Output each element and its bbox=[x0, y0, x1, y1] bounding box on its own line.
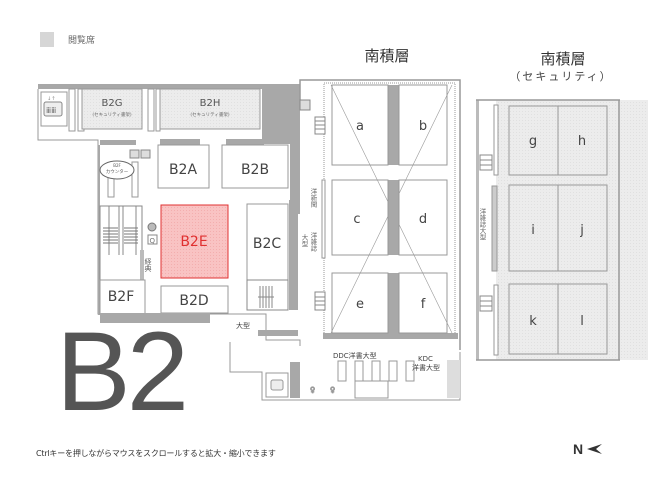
svg-text:d: d bbox=[419, 212, 427, 227]
svg-text:↓↑: ↓↑ bbox=[47, 96, 55, 102]
wall bbox=[160, 139, 200, 146]
wall bbox=[98, 145, 100, 315]
staircase-b2c bbox=[246, 279, 289, 311]
label-ogata-side: 大型 bbox=[300, 233, 308, 248]
counter-label-1: B2F bbox=[113, 163, 121, 168]
svg-text:g: g bbox=[529, 134, 537, 149]
stack-block-c[interactable]: c bbox=[331, 179, 389, 256]
south-stack-title: 南積層 bbox=[364, 47, 410, 65]
stack-block-a[interactable]: a bbox=[331, 84, 389, 166]
room-b2c-label: B2C bbox=[253, 236, 282, 252]
pillar bbox=[388, 273, 399, 335]
svg-text:b: b bbox=[419, 119, 427, 134]
south-stack: 洋新聞 洋雑誌 bbox=[299, 79, 461, 350]
accessibility-icon bbox=[299, 99, 311, 111]
staircase-left bbox=[99, 205, 144, 281]
label-kdc-2: 洋書大型 bbox=[412, 363, 440, 372]
south-stack-security-subtitle: （セキュリティ） bbox=[509, 70, 613, 83]
counter-area bbox=[107, 149, 151, 198]
room-b2g-note: (セキュリティ書架) bbox=[92, 111, 131, 118]
pillar bbox=[388, 180, 399, 255]
room-b2h[interactable]: B2H (セキュリティ書架) bbox=[159, 88, 261, 130]
stack-block-e[interactable]: e bbox=[331, 272, 389, 334]
wall bbox=[100, 140, 136, 145]
security-block-j[interactable]: j bbox=[557, 184, 608, 272]
security-block-l[interactable]: l bbox=[557, 283, 608, 355]
cd-icon bbox=[147, 222, 157, 232]
svg-text:♀: ♀ bbox=[330, 386, 335, 394]
svg-text:k: k bbox=[529, 314, 537, 329]
pillar bbox=[155, 88, 161, 132]
room-b2e-label: B2E bbox=[180, 234, 207, 250]
svg-text:ⅲⅲ: ⅲⅲ bbox=[46, 106, 56, 115]
svg-text:f: f bbox=[421, 297, 426, 312]
north-arrow-icon bbox=[587, 444, 603, 454]
security-stack: 洋雑誌大型 bbox=[476, 99, 648, 361]
label-yoshinbun: 洋新聞 bbox=[309, 187, 317, 209]
stack-block-b[interactable]: b bbox=[398, 84, 448, 166]
wall bbox=[226, 139, 264, 146]
wall bbox=[289, 200, 298, 310]
room-b2a[interactable]: B2A bbox=[157, 144, 210, 189]
label-keiten: 経典 bbox=[144, 257, 152, 273]
svg-text:l: l bbox=[580, 314, 584, 329]
room-b2h-note: (セキュリティ書架) bbox=[190, 111, 229, 118]
pillar bbox=[147, 88, 155, 132]
label-security-side: 洋雑誌大型 bbox=[478, 207, 486, 241]
stack-block-f[interactable]: f bbox=[398, 272, 448, 334]
pillar bbox=[68, 88, 76, 132]
pillar bbox=[388, 85, 399, 165]
room-b2f-label: B2F bbox=[108, 289, 135, 305]
room-b2g[interactable]: B2G (セキュリティ書架) bbox=[81, 88, 143, 130]
label-yozasshi: 洋雑誌 bbox=[309, 231, 317, 252]
room-b2g-label: B2G bbox=[102, 98, 123, 109]
legend-label: 閲覧席 bbox=[68, 36, 96, 46]
svg-text:e: e bbox=[356, 297, 364, 312]
security-block-h[interactable]: h bbox=[557, 105, 608, 176]
svg-text:a: a bbox=[356, 119, 364, 134]
zoom-hint: Ctrlキーを押しながらマウスをスクロールすると拡大・縮小できます bbox=[36, 449, 276, 458]
label-ddc: DDC洋書大型 bbox=[333, 351, 377, 360]
room-b2e[interactable]: B2E bbox=[160, 204, 229, 279]
search-icon bbox=[147, 234, 158, 245]
info-icons: Q bbox=[147, 222, 158, 245]
wall bbox=[258, 330, 298, 336]
south-stack-security-title: 南積層 bbox=[540, 50, 586, 68]
svg-text:h: h bbox=[578, 134, 586, 149]
room-b2b[interactable]: B2B bbox=[221, 144, 289, 189]
room-b2c[interactable]: B2C bbox=[246, 203, 289, 281]
room-b2f[interactable]: B2F bbox=[99, 279, 146, 315]
svg-text:i: i bbox=[531, 223, 535, 238]
svg-text:j: j bbox=[579, 223, 584, 238]
elevator-top-left: ↓↑ ⅲⅲ bbox=[40, 91, 68, 127]
legend: 閲覧席 bbox=[40, 32, 95, 47]
bottom-area: ♀ ♀ bbox=[265, 360, 460, 399]
b2f-counter[interactable]: B2F カウンター bbox=[99, 160, 135, 180]
room-b2h-label: B2H bbox=[200, 98, 221, 109]
wall bbox=[100, 313, 210, 323]
svg-text:♀: ♀ bbox=[310, 386, 315, 394]
stack-block-d[interactable]: d bbox=[398, 179, 448, 256]
north-label: N bbox=[573, 441, 584, 457]
north-indicator: N bbox=[573, 441, 603, 457]
counter-label-2: カウンター bbox=[106, 168, 129, 175]
floor-label: B2 bbox=[56, 309, 189, 434]
room-b2d-label: B2D bbox=[179, 293, 208, 309]
label-ogata-bottom: 大型 bbox=[236, 321, 250, 330]
svg-text:c: c bbox=[353, 212, 360, 227]
legend-swatch-reading-seats bbox=[40, 32, 54, 47]
room-b2a-label: B2A bbox=[169, 162, 198, 178]
label-kdc-1: KDC bbox=[418, 355, 433, 363]
room-b2b-label: B2B bbox=[241, 162, 269, 178]
svg-text:Q: Q bbox=[150, 237, 156, 245]
